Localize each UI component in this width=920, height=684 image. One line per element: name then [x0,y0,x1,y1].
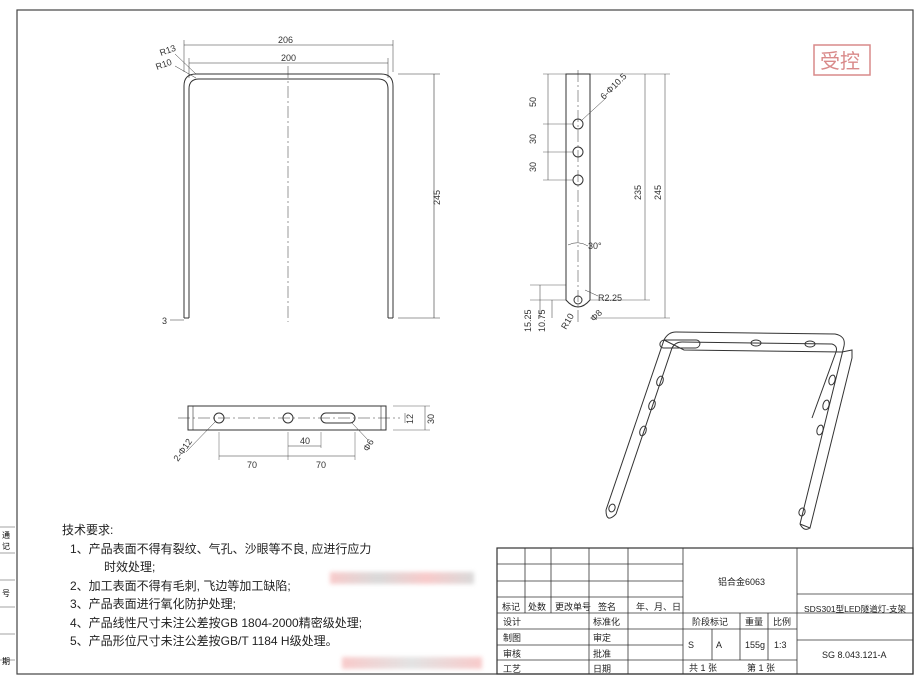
dim-side-30b: 30 [528,162,538,172]
note-item: 3、产品表面进行氧化防护处理; [70,597,237,611]
note-item: 5、产品形位尺寸未注公差按GB/T 1184 H级处理。 [70,634,338,648]
dim-angle: 30° [588,241,602,251]
tb-stage-value2: A [716,640,722,650]
side-fragment: 通 [2,530,10,540]
note-item: 时效处理; [104,560,156,574]
tb-header-date: 年、月、日 [636,601,681,612]
side-fragment: 记 [2,542,10,551]
tb-header-sign: 签名 [598,601,616,612]
dim-1075: 10.75 [537,309,547,332]
tb-header-mark: 标记 [502,601,520,612]
note-item: 2、加工表面不得有毛刺, 飞边等加工缺陷; [70,578,291,593]
dim-phi8: Φ8 [588,308,604,324]
tb-part-name: SDS301型LED隧道灯-支架 [804,604,907,614]
tb-drawing-no: SG 8.043.121-A [822,650,887,660]
side-fragment: 期 [2,657,10,666]
redaction-blur [342,657,482,669]
dim-side-245: 245 [653,185,663,200]
tb-material: 铝合金6063 [718,576,765,587]
dim-thickness: 3 [162,316,167,326]
dim-r10: R10 [154,57,173,72]
side-fragment: 号 [2,589,10,598]
tb-sheet-no: 第 1 张 [747,662,775,673]
tb-row-draw: 制图 [503,632,521,643]
tb-row-ratify: 批准 [593,648,611,659]
dim-r225: R2.25 [598,293,622,303]
dim-plan-30: 30 [426,414,436,424]
isometric-view [605,331,853,530]
dim-plan-70a: 70 [247,460,257,470]
tb-header-change: 更改单号 [555,601,591,612]
tb-weight-value: 155g [745,640,765,650]
tb-row-standard: 标准化 [593,616,620,627]
tb-stage-value: S [688,640,694,650]
dim-side-30a: 30 [528,134,538,144]
hole-note: 6-Φ10.5 [598,71,628,101]
note-item: 4、产品线性尺寸未注公差按GB 1804-2000精密级处理; [70,615,363,630]
dim-plan-phi6: Φ6 [361,437,376,453]
notes-title: 技术要求: [62,523,114,537]
dim-plan-40: 40 [300,436,310,446]
side-view [530,70,670,325]
note-item: 1、产品表面不得有裂纹、气孔、沙眼等不良, 应进行应力 [70,541,372,556]
tb-row-approve: 审定 [593,632,611,643]
dim-height: 245 [432,190,442,205]
tb-row-review: 审核 [503,648,521,659]
dim-top-overall: 206 [278,35,293,45]
dim-side-50: 50 [528,97,538,107]
dim-r10b: R10 [559,312,576,331]
title-block [496,547,914,675]
dim-plan-70b: 70 [316,460,326,470]
dim-top-inner: 200 [281,53,296,63]
dim-r13: R13 [158,43,177,58]
dim-1525: 15.25 [523,309,533,332]
tb-weight-label: 重量 [745,616,763,627]
front-view [170,40,440,322]
tb-row-date: 日期 [593,664,611,674]
stamp-text: 受控 [820,50,860,73]
sheet-border [16,9,914,675]
tb-scale-value: 1:3 [774,640,787,650]
dim-plan-12: 12 [405,414,415,424]
technical-requirements: 技术要求: 1、产品表面不得有裂纹、气孔、沙眼等不良, 应进行应力 时效处理; … [62,521,371,651]
dim-side-235: 235 [633,185,643,200]
tb-header-count: 处数 [528,601,546,612]
tb-stage-label: 阶段标记 [692,616,728,627]
control-stamp [813,44,871,76]
tb-scale-label: 比例 [773,616,791,627]
redaction-blur [330,572,474,584]
tb-row-process: 工艺 [503,664,521,674]
tb-sheets-total: 共 1 张 [689,663,717,673]
plan-hole-note: 2-Φ12 [171,437,194,463]
plan-view [178,405,430,460]
tb-row-design: 设计 [503,616,521,627]
